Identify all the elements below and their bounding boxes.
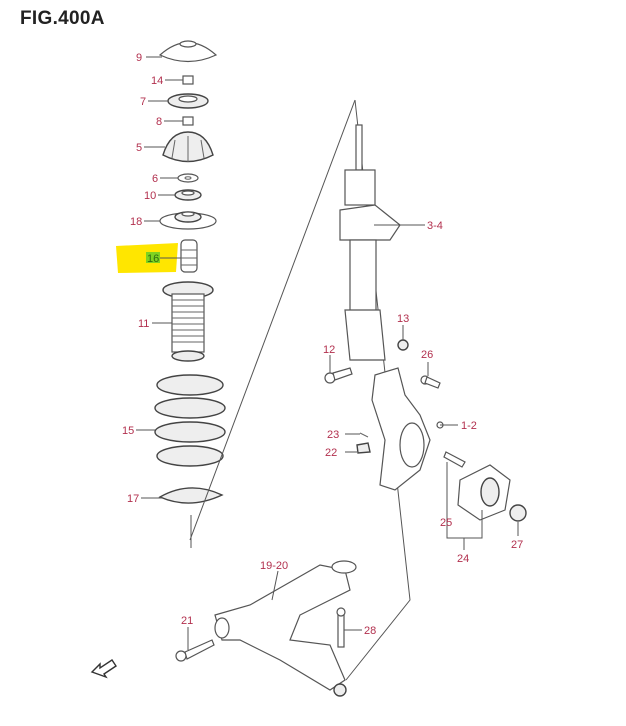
label-part-19-20: 19-20 [260, 560, 288, 572]
label-part-1-2: 1-2 [461, 420, 477, 432]
part-12-bolt [324, 367, 353, 384]
label-part-23: 23 [327, 429, 339, 441]
label-part-17: 17 [127, 493, 139, 505]
part-24-hub-assembly [457, 464, 511, 521]
part-15-coil-spring [154, 374, 226, 467]
part-14-nut [182, 75, 194, 85]
label-part-12: 12 [323, 344, 335, 356]
label-part-14: 14 [151, 75, 163, 87]
part-22-nut [356, 442, 371, 454]
label-part-9: 9 [136, 52, 142, 64]
label-part-6: 6 [152, 173, 158, 185]
part-21-bolt [175, 639, 215, 662]
part-3-4-strut-assembly [339, 124, 401, 361]
label-part-10: 10 [144, 190, 156, 202]
part-25-hub-bolt [443, 451, 466, 468]
part-27-hub-nut [509, 504, 527, 522]
part-26-bolt [420, 375, 441, 389]
part-23-clip [359, 432, 369, 438]
figure-title: FIG.400A [20, 8, 105, 29]
part-11-dust-boot [162, 281, 214, 362]
highlight-label-box [146, 252, 160, 263]
label-part-13: 13 [397, 313, 409, 325]
label-part-16: 16 [147, 253, 159, 265]
part-7-bearing [167, 93, 209, 109]
label-part-24: 24 [457, 553, 469, 565]
part-13-nut [397, 339, 409, 351]
label-part-27: 27 [511, 539, 523, 551]
part-10-bearing [174, 189, 202, 201]
label-part-3-4: 3-4 [427, 220, 443, 232]
part-6-washer [177, 173, 199, 183]
part-5-strut-mount [162, 131, 214, 163]
label-part-8: 8 [156, 116, 162, 128]
label-part-28: 28 [364, 625, 376, 637]
part-17-lower-spring-seat [158, 487, 224, 504]
label-part-7: 7 [140, 96, 146, 108]
label-part-15: 15 [122, 425, 134, 437]
part-19-20-lower-control-arm [214, 560, 357, 697]
label-part-11: 11 [138, 318, 149, 330]
part-18-spring-seat [159, 211, 217, 230]
part-8-nut [182, 116, 194, 126]
part-9-mount-cover [158, 40, 218, 63]
label-part-18: 18 [130, 216, 142, 228]
label-part-26: 26 [421, 349, 433, 361]
part-28-bolt [336, 607, 346, 648]
label-part-22: 22 [325, 447, 337, 459]
label-part-5: 5 [136, 142, 142, 154]
label-part-21: 21 [181, 615, 193, 627]
front-direction-arrow-icon [90, 659, 117, 679]
part-16-bump-stop [180, 239, 198, 273]
label-part-25: 25 [440, 517, 452, 529]
